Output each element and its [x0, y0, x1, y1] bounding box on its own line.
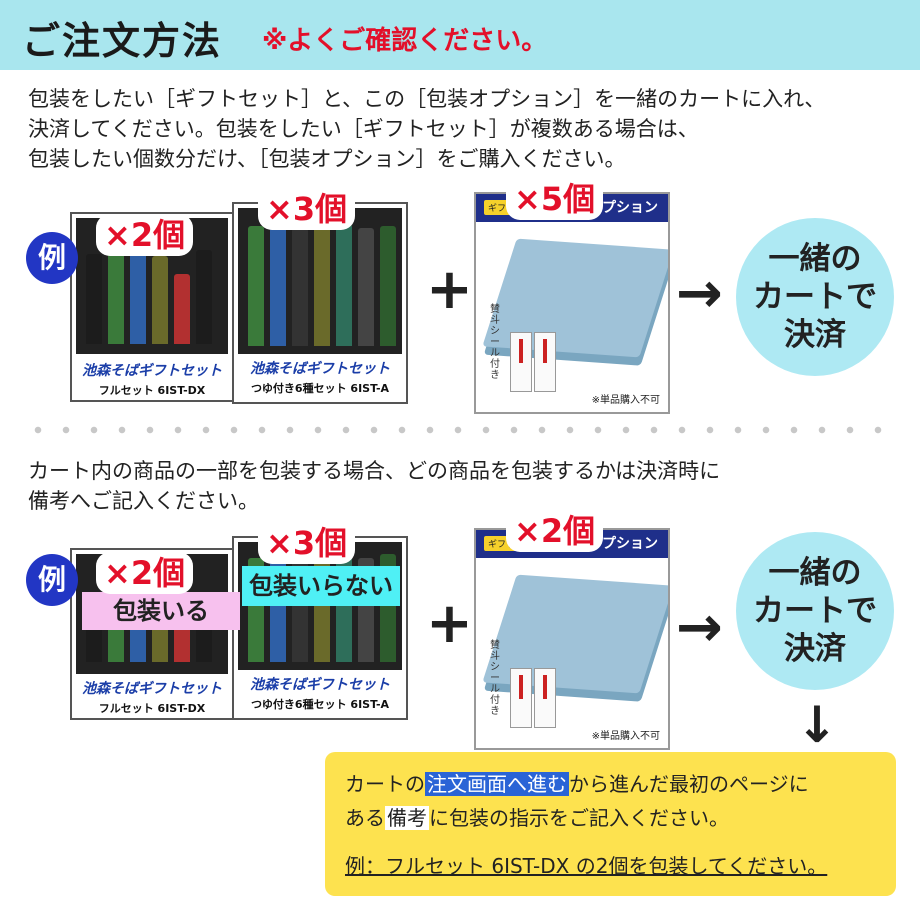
product-a-sub: つゆ付き6種セット 6IST-A — [250, 382, 390, 395]
section1-line-1: 包装をしたい［ギフトセット］と、この［包装オプション］を一緒のカートに入れ、 — [28, 87, 826, 111]
option-seal-label: 賛斗シール付き — [490, 304, 500, 381]
section1-line-2: 決済してください。包装をしたい［ギフトセット］が複数ある場合は、 — [28, 117, 699, 141]
cart-checkout-circle: 一緒の カートで 決済 — [736, 532, 894, 690]
section2-line-2: 備考へご記入ください。 — [28, 489, 259, 513]
label-wrap-not-needed: 包装いらない — [242, 566, 400, 606]
quantity-badge-a: ×3個 — [258, 522, 356, 564]
plus-icon: + — [426, 257, 473, 322]
instruction-text: カートの — [345, 772, 425, 796]
instruction-text: ある — [345, 806, 385, 830]
page-title: ご注文方法 — [22, 19, 223, 63]
arrow-down-icon: ↓ — [796, 696, 838, 754]
plus-icon: + — [426, 591, 473, 656]
header-bar: ご注文方法 ※よくご確認ください。 — [0, 0, 920, 70]
cart-line-2: カートで — [753, 279, 877, 315]
instruction-box: カートの注文画面へ進むから進んだ最初のページに ある備考に包装の指示をご記入くだ… — [325, 752, 896, 896]
cart-checkout-circle: 一緒の カートで 決済 — [736, 218, 894, 376]
checkout-link-highlight: 注文画面へ進む — [425, 772, 569, 796]
product-dx-sub: フルセット 6IST-DX — [98, 702, 206, 715]
arrow-right-icon: → — [676, 595, 723, 660]
instruction-line-2: ある備考に包装の指示をご記入ください。 — [345, 802, 729, 831]
quantity-badge-a: ×3個 — [258, 188, 356, 230]
arrow-right-icon: → — [676, 261, 723, 326]
product-dx-sub: フルセット 6IST-DX — [98, 384, 206, 397]
section2-line-1: カート内の商品の一部を包装する場合、どの商品を包装するかは決済時に — [28, 459, 721, 483]
cart-line-3: 決済 — [784, 631, 846, 667]
product-a-sub: つゆ付き6種セット 6IST-A — [250, 698, 390, 711]
quantity-badge-option: ×5個 — [506, 178, 604, 220]
remarks-highlight: 備考 — [385, 806, 429, 830]
instruction-text: から進んだ最初のページに — [569, 772, 809, 796]
product-dx-brand: 池森そばギフトセット — [82, 363, 222, 379]
example-badge: 例 — [26, 232, 78, 284]
example-badge: 例 — [26, 554, 78, 606]
header-note: ※よくご確認ください。 — [262, 26, 548, 56]
option-image: ギフトセット専用 包装オプション 賛斗シール付き ※単品購入不可 — [474, 192, 670, 414]
product-image-6ist-a: 池森そばギフトセット つゆ付き6種セット 6IST-A — [232, 202, 408, 404]
label-wrap-needed: 包装いる — [82, 592, 240, 630]
quantity-badge-dx: ×2個 — [96, 552, 194, 594]
cart-line-2: カートで — [753, 593, 877, 629]
cart-line-1: 一緒の — [768, 555, 862, 591]
option-seal-label: 賛斗シール付き — [490, 640, 500, 717]
instruction-text: に包装の指示をご記入ください。 — [429, 806, 729, 830]
instruction-example: 例：フルセット 6IST-DX の2個を包装してください。 — [345, 854, 828, 878]
cart-line-3: 決済 — [784, 317, 846, 353]
option-note: ※単品購入不可 — [591, 395, 660, 406]
quantity-badge-option: ×2個 — [506, 510, 604, 552]
section1-line-3: 包装したい個数分だけ、［包装オプション］をご購入ください。 — [28, 147, 626, 171]
option-note: ※単品購入不可 — [591, 731, 660, 742]
product-dx-brand: 池森そばギフトセット — [82, 681, 222, 697]
option-image: ギフトセット専用 包装オプション 賛斗シール付き ※単品購入不可 — [474, 528, 670, 750]
product-a-brand: 池森そばギフトセット — [250, 361, 390, 377]
instruction-line-1: カートの注文画面へ進むから進んだ最初のページに — [345, 768, 809, 797]
cart-line-1: 一緒の — [768, 241, 862, 277]
quantity-badge-dx: ×2個 — [96, 214, 194, 256]
dotted-divider — [24, 426, 896, 434]
product-a-brand: 池森そばギフトセット — [250, 677, 390, 693]
